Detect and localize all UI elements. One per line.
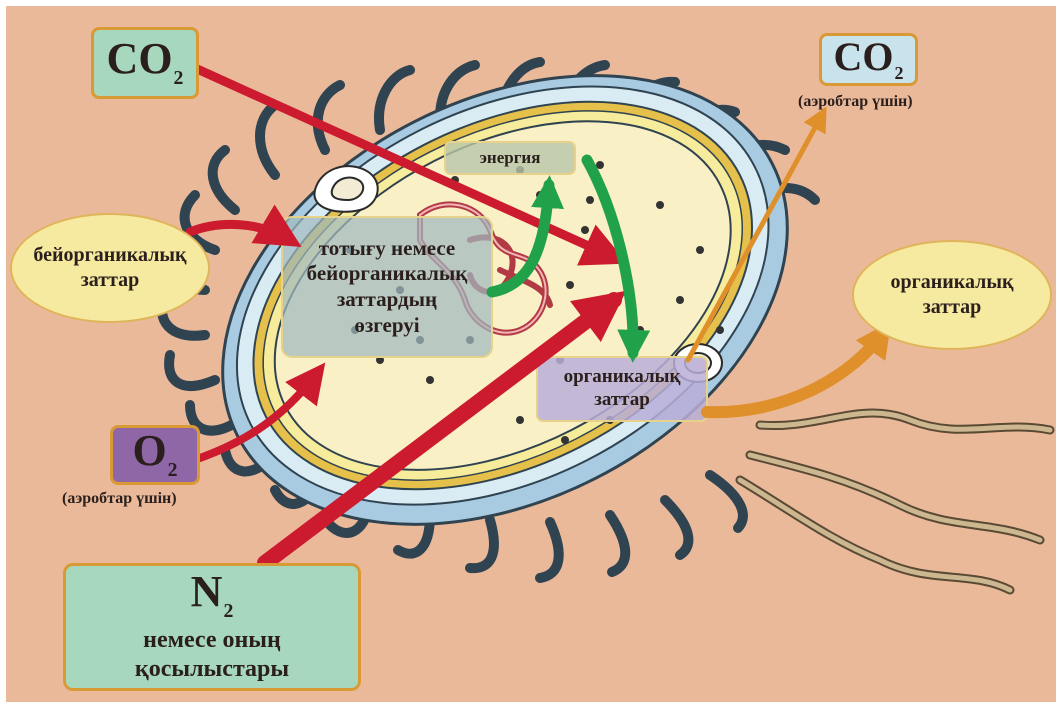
- inclusion-top: [314, 166, 377, 212]
- energy-label: энергия: [445, 142, 575, 174]
- o2-input-formula: O2: [132, 429, 177, 481]
- oxidation-line2: бейорганикалық: [307, 261, 468, 287]
- flagella: [740, 413, 1050, 590]
- oxidation-line1: тотығу немесе: [319, 236, 455, 262]
- co2-input-formula: CO2: [107, 37, 184, 89]
- inorganic-line2: заттар: [81, 268, 140, 293]
- o2-input-caption: (аэробтар үшін): [62, 490, 177, 508]
- n2-line1: немесе оның: [143, 626, 281, 655]
- inorganic-substances-ellipse: бейорганикалық заттар: [10, 213, 210, 323]
- n2-input-box: N2 немесе оның қосылыстары: [63, 563, 361, 691]
- organic-inner-label: органикалық заттар: [537, 357, 707, 421]
- oxidation-label: тотығу немесе бейорганикалық заттардың ө…: [284, 219, 490, 355]
- co2-input-box: CO2: [91, 27, 199, 99]
- n2-formula: N2: [191, 570, 234, 622]
- organic-out-line1: органикалық: [890, 270, 1013, 295]
- oxidation-line3: заттардың: [337, 287, 437, 313]
- co2-output-box: CO2: [819, 33, 918, 86]
- co2-output-formula: CO2: [834, 37, 904, 83]
- organic-out-line2: заттар: [923, 295, 982, 320]
- inorganic-line1: бейорганикалық: [33, 243, 186, 268]
- o2-input-box: O2: [110, 425, 200, 485]
- organic-inner-line1: органикалық: [564, 366, 681, 389]
- n2-line2: қосылыстары: [135, 655, 289, 684]
- organic-substances-ellipse: органикалық заттар: [852, 240, 1052, 350]
- oxidation-line4: өзгеруі: [354, 313, 419, 339]
- co2-output-caption: (аэробтар үшін): [798, 93, 913, 111]
- organic-inner-line2: заттар: [594, 389, 650, 412]
